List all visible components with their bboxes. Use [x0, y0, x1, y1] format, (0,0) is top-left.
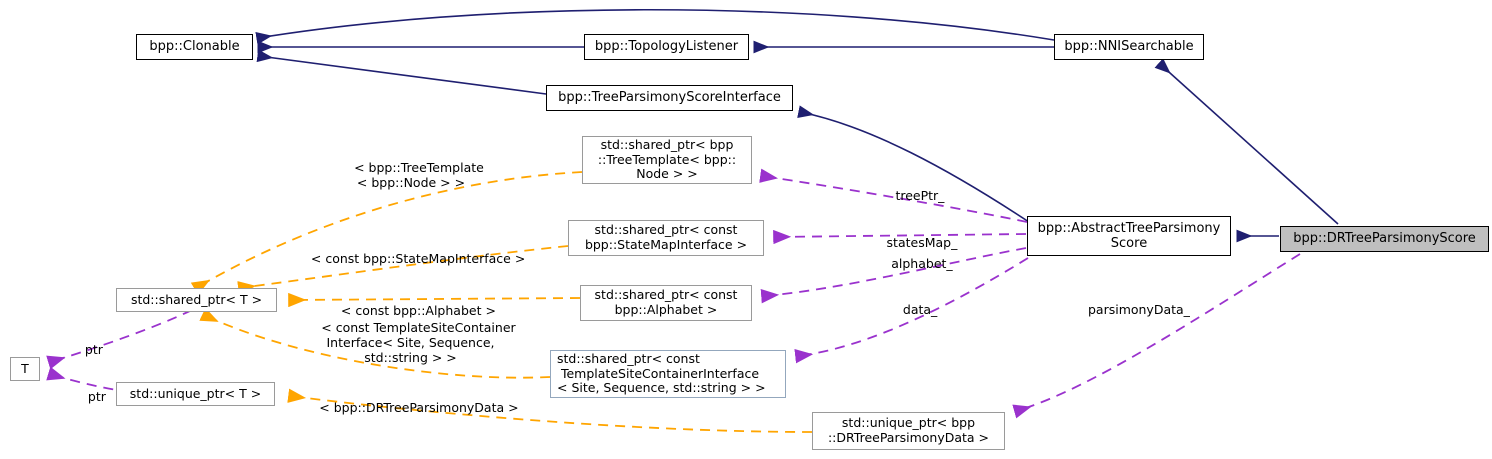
edge-label-text: < bpp::DRTreeParsimonyData >: [319, 400, 519, 415]
edge-label-text: alphabet_: [891, 256, 953, 271]
template-node-unique-ptr-t[interactable]: std::unique_ptr< T >: [116, 382, 275, 406]
template-node-shared-ptr-treetemplate-node[interactable]: std::shared_ptr< bpp ::TreeTemplate< bpp…: [582, 136, 752, 184]
class-node-bpp-drtreeparsimonyscore[interactable]: bpp::DRTreeParsimonyScore: [1280, 226, 1489, 252]
edge-label-sitecontainer-param: < const TemplateSiteContainer Interface<…: [303, 305, 518, 380]
class-node-label: bpp::AbstractTreeParsimony Score: [1037, 220, 1221, 251]
class-node-label: bpp::TreeParsimonyScoreInterface: [558, 90, 781, 106]
class-node-bpp-abstracttreeparsimonyscore[interactable]: bpp::AbstractTreeParsimony Score: [1027, 216, 1231, 256]
edge-label-text: < const TemplateSiteContainer Interface<…: [321, 320, 516, 365]
class-node-bpp-nnisearchable[interactable]: bpp::NNISearchable: [1054, 34, 1204, 60]
template-node-shared-ptr-t[interactable]: std::shared_ptr< T >: [116, 288, 277, 312]
edge-label-text: data_: [902, 302, 938, 317]
template-node-label: std::unique_ptr< bpp ::DRTreeParsimonyDa…: [827, 415, 990, 445]
template-node-label: std::shared_ptr< bpp ::TreeTemplate< bpp…: [597, 136, 737, 182]
template-node-label: std::shared_ptr< const TemplateSiteConta…: [557, 350, 766, 396]
edge-label-parsimonydata: parsimonyData_: [1071, 287, 1191, 332]
template-node-shared-ptr-templatesitecontainerinterface[interactable]: std::shared_ptr< const TemplateSiteConta…: [550, 350, 786, 398]
inheritance-edges: [255, 8, 1339, 243]
edge-label-text: ptr: [84, 342, 103, 357]
edge-label-text: treePtr_: [895, 188, 945, 203]
edge-label-ptr-shared: ptr: [69, 327, 103, 372]
template-node-label: std::shared_ptr< const bpp::Alphabet >: [594, 287, 738, 317]
class-node-label: bpp::NNISearchable: [1064, 39, 1194, 55]
edge-label-ptr-unique: ptr: [72, 374, 106, 419]
template-node-label: std::shared_ptr< const bpp::StateMapInte…: [584, 222, 748, 252]
template-node-shared-ptr-statemapinterface[interactable]: std::shared_ptr< const bpp::StateMapInte…: [568, 220, 764, 256]
edge-label-text: statesMap_: [886, 235, 958, 250]
class-node-bpp-treeparsimonyscoreinterface[interactable]: bpp::TreeParsimonyScoreInterface: [546, 85, 793, 111]
edge-label-text: parsimonyData_: [1087, 302, 1190, 317]
edge-label-text: < const bpp::StateMapInterface >: [310, 251, 526, 266]
template-node-label: std::unique_ptr< T >: [129, 385, 262, 401]
class-node-label: bpp::DRTreeParsimonyScore: [1293, 231, 1476, 247]
edge-label-text: < bpp::TreeTemplate < bpp::Node > >: [354, 160, 484, 190]
edge-label-treeptr: treePtr_: [877, 173, 947, 218]
edge-label-drtreeparsimonydata-param: < bpp::DRTreeParsimonyData >: [302, 385, 520, 430]
template-node-label: T: [21, 360, 29, 376]
edge-label-data: data_: [887, 287, 937, 332]
class-node-label: bpp::TopologyListener: [594, 39, 739, 55]
edge-label-text: < const bpp::Alphabet >: [340, 303, 496, 318]
class-node-label: bpp::Clonable: [149, 39, 240, 55]
edge-label-statesmap: statesMap_: [869, 220, 959, 265]
edge-label-text: ptr: [87, 389, 106, 404]
edge-label-alphabet: alphabet_: [874, 241, 954, 286]
template-instantiation-edges: [190, 171, 813, 433]
edge-label-alphabet-param: < const bpp::Alphabet >: [325, 288, 496, 333]
template-node-unique-ptr-drtreeparsimonydata[interactable]: std::unique_ptr< bpp ::DRTreeParsimonyDa…: [812, 412, 1005, 450]
edge-label-treetemplate-param: < bpp::TreeTemplate < bpp::Node > >: [336, 145, 486, 205]
template-node-shared-ptr-alphabet[interactable]: std::shared_ptr< const bpp::Alphabet >: [580, 285, 752, 321]
template-node-label: std::shared_ptr< T >: [130, 291, 263, 307]
edge-label-statemap-param: < const bpp::StateMapInterface >: [295, 236, 525, 281]
class-node-bpp-clonable[interactable]: bpp::Clonable: [136, 34, 253, 60]
class-node-bpp-topologylistener[interactable]: bpp::TopologyListener: [584, 34, 749, 60]
template-node-t[interactable]: T: [10, 357, 40, 381]
